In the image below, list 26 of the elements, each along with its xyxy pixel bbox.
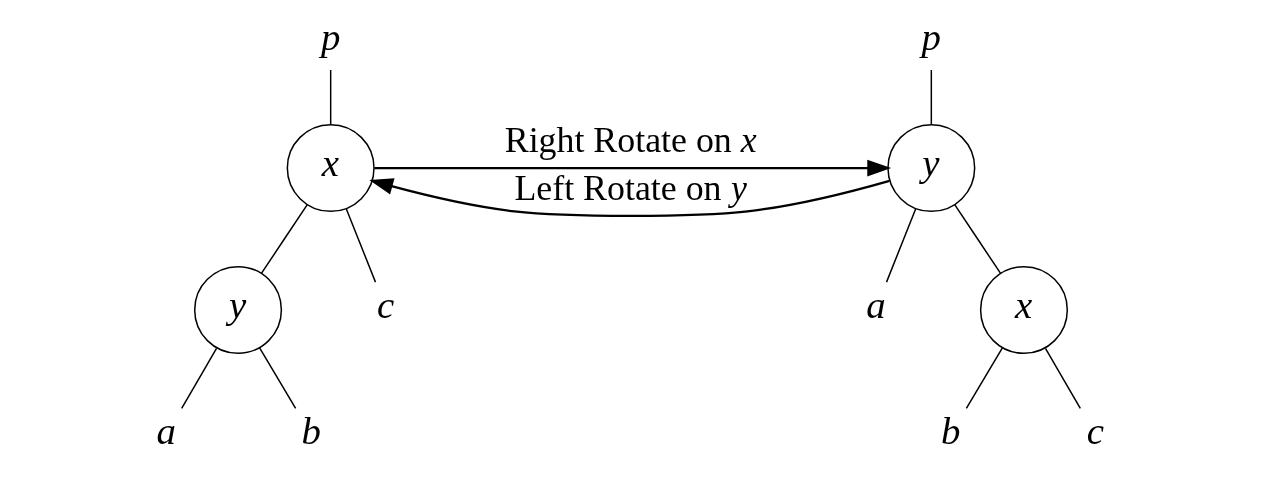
- edge-label: Left Rotate on y: [513, 167, 747, 208]
- connector: [965, 347, 1003, 410]
- connector: [329, 69, 331, 126]
- node-text: a: [865, 282, 886, 326]
- connector: [953, 203, 1001, 275]
- connector: [180, 347, 217, 410]
- connector: [1044, 347, 1081, 410]
- node-text: c: [1086, 409, 1104, 453]
- node-text: b: [301, 409, 321, 453]
- node-text: p: [320, 14, 340, 58]
- edge-label: Right Rotate on x: [504, 119, 757, 160]
- connector: [930, 69, 932, 126]
- arrow: [368, 178, 890, 217]
- connector: [885, 208, 916, 283]
- node-circle: y: [886, 123, 975, 213]
- node-text: c: [376, 282, 394, 326]
- arrow: [373, 159, 891, 177]
- node-circle: x: [286, 123, 375, 213]
- node-text: p: [921, 14, 941, 58]
- node-circle: y: [193, 265, 282, 355]
- connector: [345, 208, 376, 283]
- node-text: a: [156, 409, 176, 453]
- node-text: b: [940, 409, 960, 453]
- connector: [260, 203, 308, 275]
- connector: [258, 347, 296, 410]
- node-circle: x: [979, 265, 1068, 355]
